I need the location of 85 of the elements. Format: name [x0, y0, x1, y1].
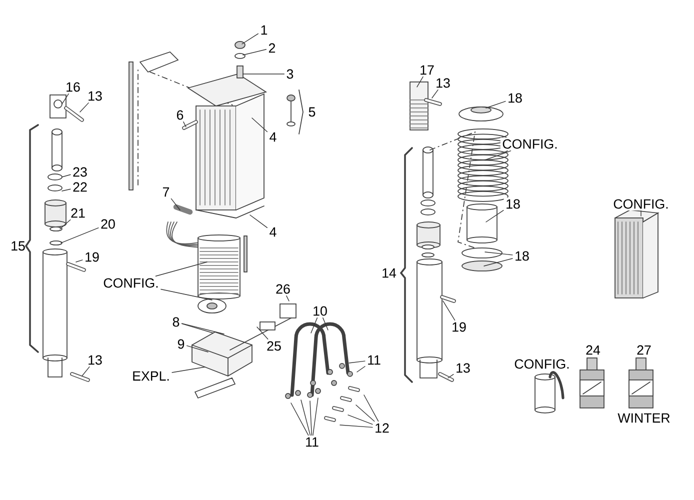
part-label: EXPL.	[130, 370, 172, 382]
callout-number: 18	[512, 250, 532, 262]
leader-line	[290, 402, 309, 436]
leader-line	[242, 49, 267, 56]
callout-number: 10	[310, 304, 330, 318]
callout-number: 20	[98, 218, 118, 230]
callout-number: 9	[176, 338, 186, 350]
leader-line	[416, 76, 424, 88]
part-label: WINTER	[618, 413, 670, 423]
callout-number: 13	[434, 76, 452, 90]
leader-line	[256, 326, 268, 340]
leader-line	[76, 260, 83, 262]
callout-number: 23	[70, 166, 90, 178]
callout-number: 11	[365, 354, 383, 366]
callout-number: 5	[308, 107, 316, 117]
leader-line	[300, 400, 311, 436]
leader-line	[160, 288, 212, 300]
leader-line	[484, 252, 513, 256]
callout-number: 4	[268, 226, 278, 238]
leader-line	[310, 400, 312, 436]
leader-line	[62, 174, 71, 178]
callout-number: 1	[258, 24, 270, 36]
leader-line	[640, 210, 642, 216]
leader-line	[432, 89, 438, 98]
leader-line	[186, 345, 208, 352]
leader-line	[364, 394, 379, 422]
callout-number: 17	[418, 64, 436, 76]
callout-number: 18	[504, 198, 522, 210]
part-label: CONFIG.	[514, 359, 569, 369]
leader-line	[80, 102, 89, 112]
leader-line	[172, 366, 206, 373]
callout-number: 14	[382, 268, 396, 278]
callout-number: 24	[586, 345, 600, 355]
callout-number: 6	[174, 108, 186, 122]
callout-number: 4	[268, 130, 278, 144]
leader-line	[242, 33, 259, 44]
leader-line	[484, 150, 512, 160]
leader-line	[348, 414, 373, 425]
leader-line	[252, 118, 268, 132]
part-label: CONFIG.	[101, 276, 161, 290]
callout-number: 3	[284, 68, 296, 80]
callout-number: 12	[372, 422, 392, 434]
callout-number: 8	[170, 316, 182, 328]
callout-number: 25	[264, 340, 284, 352]
leader-line	[486, 100, 506, 108]
callout-number: 19	[82, 250, 102, 264]
leader-line	[356, 366, 366, 372]
part-label: CONFIG.	[500, 138, 560, 150]
leader-line	[356, 404, 375, 422]
leader-line	[181, 323, 214, 334]
leader-line	[310, 317, 318, 334]
callout-number: 7	[160, 186, 172, 198]
callout-number: 13	[454, 362, 472, 374]
callout-number: 26	[274, 282, 292, 296]
callout-number: 15	[12, 241, 25, 251]
callout-number: 13	[86, 90, 104, 102]
leader-line	[322, 317, 328, 330]
leader-line	[286, 295, 290, 302]
leader-line	[250, 214, 268, 228]
callout-number: 21	[68, 206, 88, 220]
part-label: CONFIG.	[611, 198, 671, 210]
callout-number: 19	[450, 320, 468, 334]
leader-line	[155, 262, 208, 276]
leader-line	[181, 323, 224, 334]
leader-line	[62, 188, 71, 192]
callout-number: 18	[506, 92, 524, 104]
leader-line	[170, 198, 180, 210]
leader-line	[448, 374, 454, 378]
leader-line	[312, 398, 318, 436]
leader-line	[62, 93, 69, 104]
callout-number: 11	[303, 436, 321, 448]
callout-number: 27	[637, 345, 651, 355]
leader-line	[60, 227, 99, 244]
leader-line	[348, 360, 366, 364]
leader-line	[340, 424, 373, 428]
leader-line	[82, 366, 90, 376]
leader-line	[484, 258, 513, 266]
leader-line	[486, 210, 504, 222]
callout-number: 22	[70, 180, 90, 194]
leader-line	[60, 219, 71, 230]
callout-number: 2	[266, 42, 278, 54]
leader-line	[183, 121, 186, 128]
callout-number: 16	[64, 80, 82, 94]
callout-number: 13	[86, 354, 104, 366]
leader-line	[442, 300, 456, 320]
